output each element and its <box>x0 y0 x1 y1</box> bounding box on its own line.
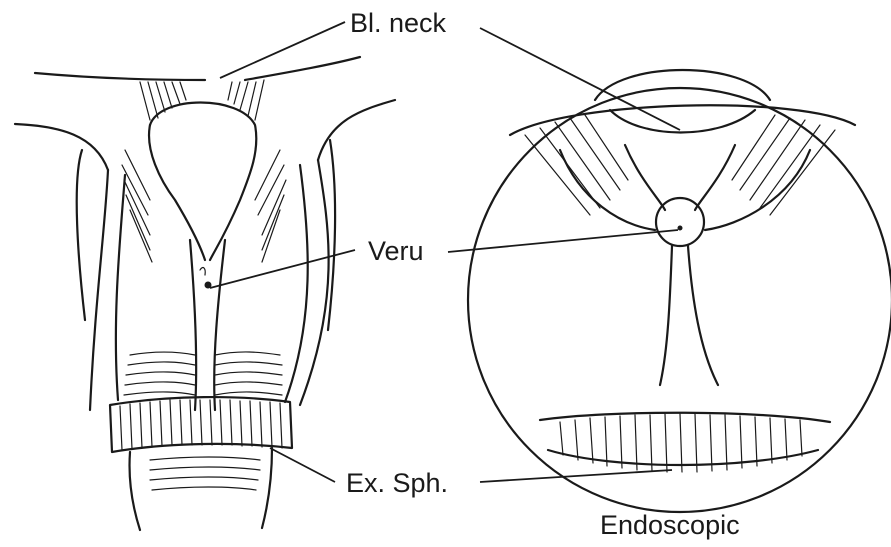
urethra-left-inner-wall <box>116 175 125 400</box>
leader-ex-sph-left <box>270 448 335 482</box>
leader-ex-sph-right <box>480 470 672 482</box>
endoscopic-sphincter-band <box>540 413 830 472</box>
bladder-wall-right-outer <box>318 100 395 160</box>
bladder-wall-right <box>245 57 360 80</box>
veru-label: Veru <box>368 238 424 265</box>
leader-veru-right <box>448 230 678 252</box>
urethral-crest-right <box>688 246 718 385</box>
urethra-left-outer-wall <box>90 170 108 410</box>
bladder-wall-left-outer <box>15 124 108 170</box>
leader-bladder-neck-left <box>220 22 345 78</box>
urethral-crest-left <box>660 246 672 385</box>
bladder-neck-label: Bl. neck <box>350 10 446 37</box>
external-sphincter-label: Ex. Sph. <box>346 470 448 497</box>
external-sphincter-band <box>110 397 292 452</box>
endoscopic-verumontanum <box>656 198 704 246</box>
endoscopic-label: Endoscopic <box>600 512 740 539</box>
bladder-wall-left <box>35 73 205 80</box>
urethra-right-inner-wall <box>285 165 308 402</box>
distal-urethra-right <box>262 448 272 528</box>
endoscopic-view-drawing <box>468 70 891 512</box>
opened-urethra-drawing <box>15 57 395 530</box>
distal-urethra-lines <box>150 457 260 490</box>
lateral-lobe-hatching <box>122 150 286 262</box>
bladder-neck-opening <box>150 103 256 261</box>
endoscope-circle <box>468 88 891 512</box>
distal-urethra-left <box>129 452 140 530</box>
membranous-urethra-lines <box>124 352 282 395</box>
